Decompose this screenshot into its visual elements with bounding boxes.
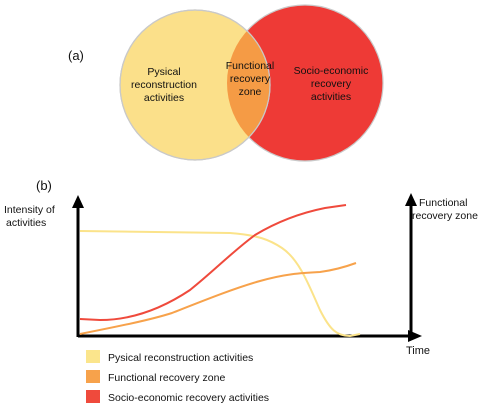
svg-text:zone: zone bbox=[239, 86, 262, 98]
functional-recovery-curve bbox=[79, 262, 357, 335]
svg-text:recovery zone: recovery zone bbox=[412, 210, 478, 222]
legend-swatch-socio bbox=[86, 390, 100, 403]
legend: Pysical reconstruction activities Functi… bbox=[86, 350, 269, 404]
svg-text:activities: activities bbox=[311, 91, 351, 103]
svg-text:Functional recovery zone: Functional recovery zone bbox=[108, 372, 225, 384]
y-right-label: Functional recovery zone bbox=[412, 197, 478, 222]
svg-text:reconstruction: reconstruction bbox=[131, 79, 197, 91]
svg-text:activities: activities bbox=[144, 92, 184, 104]
panel-b-label: (b) bbox=[36, 178, 52, 193]
svg-text:recovery: recovery bbox=[230, 73, 271, 85]
overlap-text: Functional recovery zone bbox=[226, 60, 274, 98]
svg-text:recovery: recovery bbox=[311, 78, 352, 90]
left-circle-text: Pysical reconstruction activities bbox=[131, 66, 197, 104]
legend-swatch-functional bbox=[86, 370, 100, 383]
left-circle-outline bbox=[119, 9, 271, 161]
svg-text:Intensity of: Intensity of bbox=[4, 204, 55, 216]
physical-reconstruction-curve bbox=[79, 230, 361, 338]
socio-economic-curve bbox=[79, 204, 347, 322]
y-axis-right-arrow bbox=[405, 193, 417, 206]
legend-item-physical: Pysical reconstruction activities bbox=[86, 350, 253, 364]
svg-text:activities: activities bbox=[6, 217, 46, 229]
svg-text:Socio-economic: Socio-economic bbox=[294, 65, 369, 77]
svg-text:Pysical: Pysical bbox=[147, 66, 180, 78]
legend-item-functional: Functional recovery zone bbox=[86, 370, 225, 384]
svg-text:Functional: Functional bbox=[226, 60, 274, 72]
panel-a-label: (a) bbox=[68, 48, 84, 63]
legend-item-socio: Socio-economic recovery activities bbox=[86, 390, 269, 404]
y-axis-left-arrow bbox=[72, 195, 84, 208]
svg-text:Pysical reconstruction activit: Pysical reconstruction activities bbox=[108, 352, 253, 364]
right-circle-text: Socio-economic recovery activities bbox=[294, 65, 369, 103]
x-axis-label: Time bbox=[406, 345, 430, 357]
svg-text:Functional: Functional bbox=[419, 197, 467, 209]
svg-text:Socio-economic recovery activi: Socio-economic recovery activities bbox=[108, 392, 269, 404]
y-left-label: Intensity of activities bbox=[4, 204, 55, 229]
legend-swatch-physical bbox=[86, 350, 100, 363]
